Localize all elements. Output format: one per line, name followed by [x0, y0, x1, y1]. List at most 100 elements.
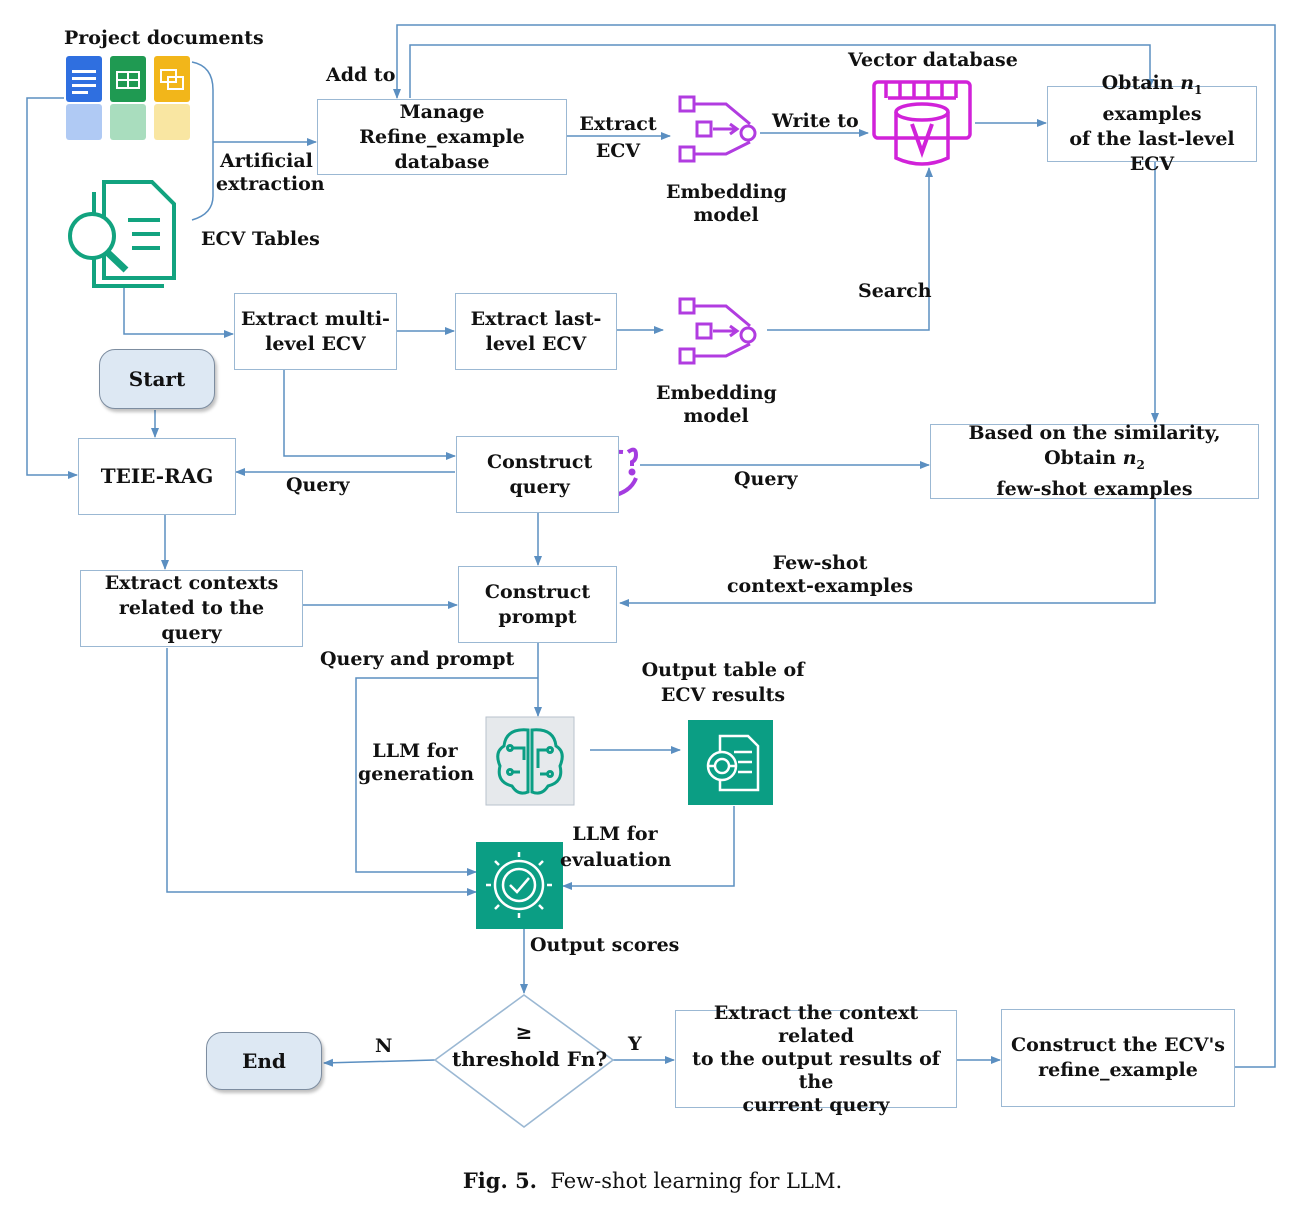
- search-arrow: [767, 167, 933, 331]
- construct-refine-text-2: refine_example: [1038, 1059, 1198, 1081]
- n2-variable: n: [1122, 446, 1137, 469]
- obtain-n1-text-b: examples: [1102, 103, 1202, 126]
- output-table-label: Output table of ECV results: [638, 659, 808, 707]
- output-scores-label: Output scores: [530, 934, 680, 956]
- add-to-label: Add to: [326, 64, 396, 86]
- n1-subscript: 1: [1194, 82, 1203, 97]
- extract-contexts-text-1: Extract contexts: [104, 572, 279, 594]
- threshold-label: threshold Fn?: [452, 1047, 608, 1071]
- extract-last-text-2: level ECV: [485, 332, 587, 355]
- output-table-label-1: Output table of: [641, 659, 805, 681]
- search-label: Search: [858, 280, 932, 302]
- construct-refine-text-1: Construct the ECV's: [1010, 1034, 1226, 1056]
- similarity-box: Based on the similarity, Obtain n2 few-s…: [930, 421, 1259, 501]
- embedding-label-2: Embedding: [656, 382, 777, 404]
- queryprompt-to-eval-arrow: [355, 677, 538, 876]
- llm-eval-label-1: LLM for: [572, 823, 658, 845]
- obtain-n1-line2: of the last-level ECV: [1069, 128, 1235, 176]
- obtain-n1-line1: Obtain n1 examples: [1054, 71, 1250, 128]
- extract-ecv-label: Extract ECV: [578, 113, 658, 163]
- output-table-icon: [688, 720, 773, 805]
- model-label: model: [693, 204, 759, 226]
- teie-rag-box: TEIE-RAG: [78, 438, 236, 515]
- embedding-label: Embedding: [666, 181, 787, 203]
- figure-title: Few-shot learning for LLM.: [550, 1169, 843, 1193]
- llm-evaluation-icon: [476, 842, 563, 929]
- vector-database-label: Vector database: [848, 49, 1018, 71]
- documents-bracket: [191, 61, 214, 221]
- extraction-label: extraction: [216, 173, 325, 195]
- embedding-model-label: Embedding model: [666, 181, 787, 227]
- extract-multi-text-2: level ECV: [265, 332, 366, 355]
- similarity-to-prompt-arrow: [619, 499, 1156, 607]
- manage-text: Manage: [399, 100, 485, 123]
- n1-variable: n: [1180, 71, 1195, 94]
- extract-contexts-text-2: related to the query: [118, 597, 265, 644]
- extract-output-text-3: current query: [742, 1093, 890, 1116]
- construct-query-text-1: Construct: [487, 450, 593, 473]
- write-to-label: Write to: [772, 110, 859, 132]
- docs-to-teie-arrow: [26, 97, 78, 479]
- threshold-to-end-arrow: [323, 1058, 436, 1067]
- yes-label: Y: [628, 1033, 642, 1055]
- query-label-right: Query: [734, 468, 798, 490]
- construct-prompt-text-2: prompt: [498, 605, 577, 628]
- llm-gen-label-2: generation: [358, 763, 475, 785]
- figure-number: Fig. 5.: [462, 1168, 537, 1193]
- threshold-symbol: ≥: [515, 1020, 533, 1044]
- extract-multi-text-1: Extract multi-: [241, 307, 390, 330]
- artificial-extraction-label: Artificial extraction: [216, 150, 325, 196]
- llm-eval-label-2: evaluation: [560, 849, 672, 871]
- extract-output-text-1: Extract the context related: [713, 1001, 919, 1047]
- vector-database-icon: [872, 80, 972, 166]
- embedding-model-icon: [678, 95, 757, 163]
- end-terminal: End: [206, 1032, 322, 1090]
- teie-rag-text: TEIE-RAG: [100, 464, 214, 488]
- output-to-eval-arrow: [562, 806, 735, 890]
- figure-caption: Fig. 5. Few-shot learning for LLM.: [0, 1168, 1305, 1193]
- llm-gen-label-1: LLM for: [372, 740, 458, 762]
- extract-multi-level-box: Extract multi-level ECV: [234, 293, 397, 370]
- llm-generation-label: LLM for generation: [358, 740, 475, 786]
- threshold-text: ≥ threshold Fn?: [452, 1020, 608, 1071]
- extract-contexts-box: Extract contexts related to the query: [80, 570, 303, 647]
- tables-to-multi-arrow: [123, 288, 234, 338]
- output-table-label-2: ECV results: [660, 684, 786, 706]
- artificial-label: Artificial: [220, 150, 313, 172]
- threshold-diamond: [433, 994, 615, 1129]
- construct-refine-box: Construct the ECV's refine_example: [1001, 1009, 1235, 1107]
- multi-to-query-arrow: [283, 370, 456, 460]
- contexts-to-eval-arrow: [166, 648, 477, 896]
- feedback-loop-arrow: [393, 24, 1276, 1068]
- few-shot-label-2: context-examples: [726, 575, 914, 597]
- model-label-2: model: [683, 405, 749, 427]
- obtain-n1-text-a: Obtain: [1101, 71, 1181, 94]
- construct-query-text-2: query: [509, 475, 570, 498]
- start-terminal: Start: [99, 349, 215, 409]
- extract-output-text-2: to the output results of the: [692, 1047, 940, 1093]
- refine-database-text: Refine_example database: [359, 125, 525, 173]
- project-documents-label: Project documents: [64, 27, 264, 49]
- query-label-left: Query: [286, 474, 350, 496]
- no-label: N: [375, 1035, 393, 1057]
- project-documents-icon: [66, 56, 190, 140]
- obtain-n1-box: Obtain n1 examples of the last-level ECV: [1047, 72, 1257, 175]
- ecv-label: ECV: [595, 140, 641, 162]
- extract-last-text-1: Extract last-: [470, 307, 602, 330]
- embedding-model-label-2: Embedding model: [656, 382, 777, 428]
- embedding-model-icon-2: [678, 297, 757, 365]
- few-shot-label-1: Few-shot: [772, 552, 868, 574]
- few-shot-label: Few-shot context-examples: [720, 552, 920, 598]
- similarity-line1: Based on the similarity, Obtain n2: [933, 421, 1256, 478]
- ecv-tables-icon: [68, 180, 176, 288]
- similarity-text-a: Based on the similarity, Obtain: [968, 421, 1221, 469]
- loop-to-obtain-arrow: [409, 44, 1154, 98]
- extract-label: Extract: [579, 113, 657, 135]
- similarity-line2: few-shot examples: [996, 478, 1193, 501]
- llm-generation-icon: [485, 716, 575, 806]
